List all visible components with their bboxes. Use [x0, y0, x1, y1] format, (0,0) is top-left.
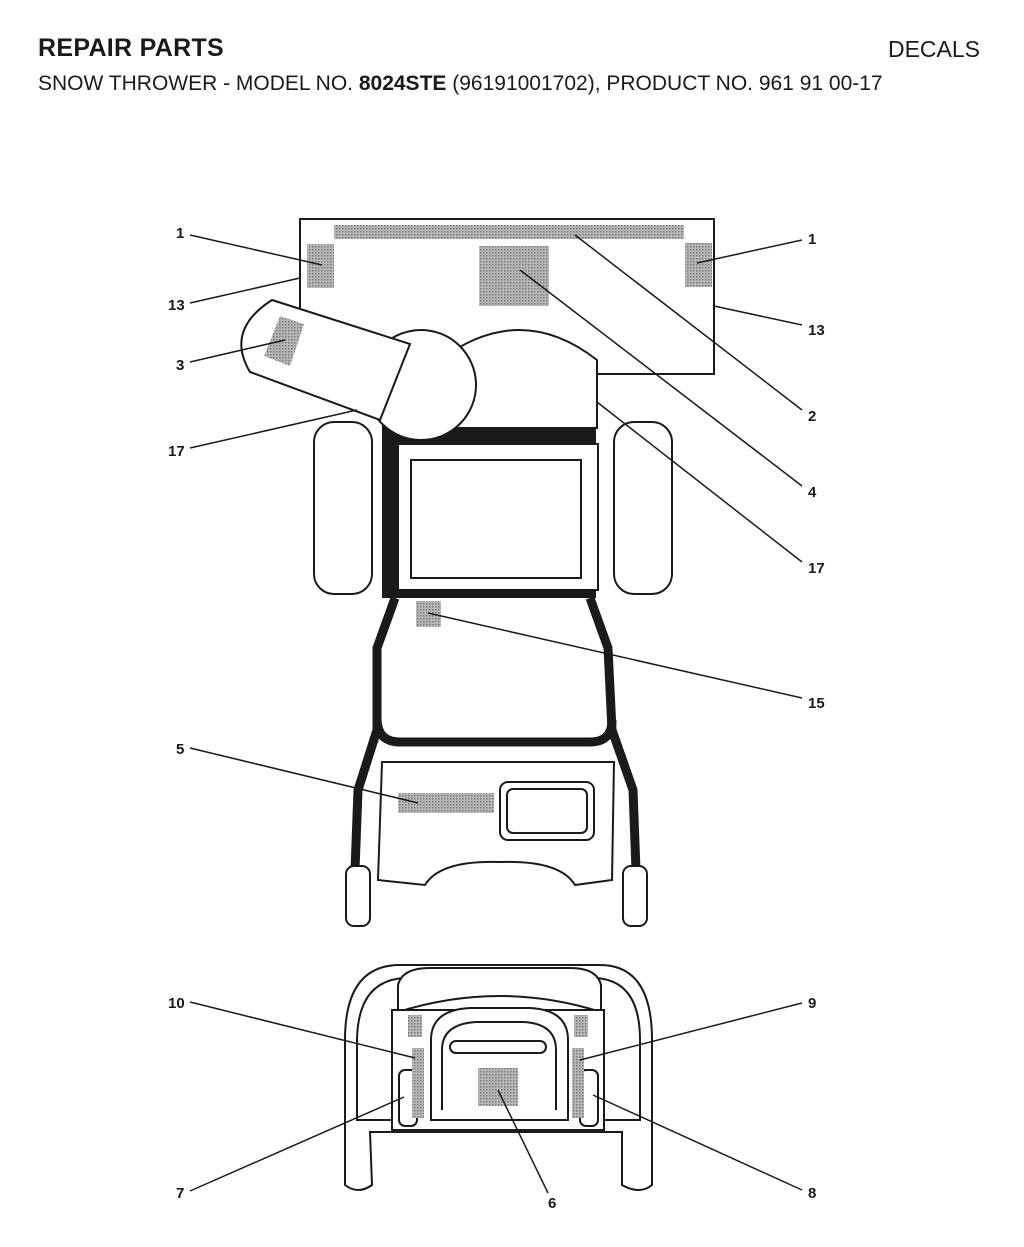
subtitle-suffix: (96191001702), PRODUCT NO. 961 91 00-17	[446, 72, 883, 95]
callout-9: 9	[808, 995, 816, 1012]
callout-3: 3	[176, 357, 184, 374]
page-title: REPAIR PARTS	[38, 34, 225, 62]
section-title: DECALS	[887, 36, 980, 62]
leader-lines	[189, 234, 803, 1194]
callout-labels: 1 13 3 17 1 13 2 4 17 15 5 10 9 7 6 8	[168, 225, 825, 1212]
callout-5: 5	[176, 741, 184, 758]
left-wheel	[313, 421, 373, 595]
decal-9b-area	[572, 1048, 584, 1118]
callout-1-right: 1	[808, 231, 816, 248]
callout-17-left: 17	[168, 443, 185, 460]
decal-10-area	[408, 1015, 422, 1037]
panel-display-inner	[506, 788, 588, 834]
page-subtitle: SNOW THROWER - MODEL NO. 8024STE (961910…	[38, 72, 980, 96]
engine-window	[410, 459, 582, 579]
decal-4-area	[479, 246, 549, 306]
decal-1-left-area	[307, 244, 334, 288]
top-view	[240, 218, 715, 927]
callout-10: 10	[168, 995, 185, 1012]
handle-loop	[372, 719, 617, 747]
top-decals	[264, 225, 712, 813]
callout-4: 4	[808, 484, 817, 501]
decal-9-area	[574, 1015, 588, 1037]
decal-6-area	[478, 1068, 518, 1106]
decal-2-area	[334, 225, 684, 239]
callout-13-left: 13	[168, 297, 185, 314]
callout-17-right: 17	[808, 560, 825, 577]
subtitle-prefix: SNOW THROWER - MODEL NO.	[38, 72, 359, 95]
right-wheel	[613, 421, 673, 595]
callout-8: 8	[808, 1185, 816, 1202]
callout-1-left: 1	[176, 225, 184, 242]
housing-top	[397, 967, 602, 1014]
callout-7: 7	[176, 1185, 184, 1202]
callout-6: 6	[548, 1195, 556, 1212]
decal-15-area	[416, 601, 441, 627]
model-number: 8024STE	[358, 72, 447, 95]
tank-slot	[449, 1040, 547, 1054]
grip-right	[622, 865, 648, 927]
decal-5-area	[398, 793, 494, 813]
front-decals	[408, 1015, 588, 1118]
callout-2: 2	[808, 408, 816, 425]
decal-1-right-area	[685, 243, 712, 287]
grip-left	[345, 865, 371, 927]
decal-10b-area	[412, 1048, 424, 1118]
callout-15: 15	[808, 695, 825, 712]
callout-13-right: 13	[808, 322, 825, 339]
